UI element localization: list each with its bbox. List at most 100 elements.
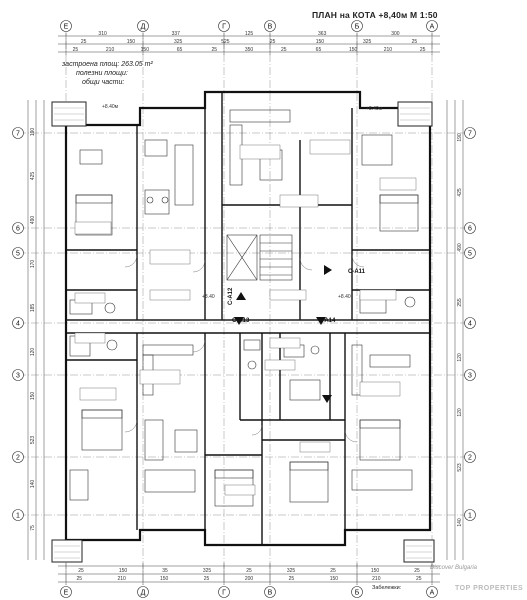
top-dim-c-3: 65 bbox=[177, 47, 183, 53]
top-dim-b-7: 25 bbox=[412, 39, 418, 45]
right-dim-6: 523 bbox=[457, 463, 463, 472]
right-dim-7: 140 bbox=[457, 518, 463, 527]
top-dim-b-4: 25 bbox=[270, 39, 276, 45]
bottom-dim-a-1: 150 bbox=[119, 568, 128, 574]
top-dim-b-0: 25 bbox=[81, 39, 87, 45]
top-dim-c-1: 210 bbox=[106, 47, 115, 53]
top-dim-b-1: 150 bbox=[127, 39, 136, 45]
axis-bubble-right-6: 1 bbox=[464, 509, 476, 521]
top-dim-a-3: 363 bbox=[318, 31, 327, 37]
axis-bubble-right-2: 5 bbox=[464, 247, 476, 259]
top-dim-c-2: 150 bbox=[141, 47, 150, 53]
svg-text:5: 5 bbox=[16, 250, 20, 257]
left-dim-0: 190 bbox=[30, 128, 36, 137]
svg-text:Д: Д bbox=[141, 23, 146, 30]
svg-text:3: 3 bbox=[468, 372, 472, 379]
watermark-brand: TOP PROPERTIES bbox=[455, 585, 524, 592]
axis-bubble-bottom-3: В bbox=[264, 586, 276, 598]
axis-bubble-left-1: 6 bbox=[12, 222, 24, 234]
axis-bubble-right-0: 7 bbox=[464, 127, 476, 139]
axis-bubble-top-3: В bbox=[264, 20, 276, 32]
top-dim-c-7: 65 bbox=[316, 47, 322, 53]
axis-bubble-right-1: 6 bbox=[464, 222, 476, 234]
top-dim-b-5: 150 bbox=[316, 39, 325, 45]
svg-text:Г: Г bbox=[222, 589, 226, 596]
bottom-dim-a-3: 325 bbox=[203, 568, 212, 574]
svg-text:6: 6 bbox=[468, 225, 472, 232]
bottom-dim-b-8: 25 bbox=[416, 576, 422, 582]
section-label-a14: С-А14 bbox=[318, 318, 336, 324]
axis-bubble-left-6: 1 bbox=[12, 509, 24, 521]
axis-bubble-left-5: 2 bbox=[12, 451, 24, 463]
left-dim-8: 140 bbox=[30, 480, 36, 489]
top-dim-a-2: 125 bbox=[245, 31, 254, 37]
svg-text:Д: Д bbox=[141, 589, 146, 596]
right-dim-1: 425 bbox=[457, 188, 463, 197]
top-dim-c-6: 25 bbox=[281, 47, 287, 53]
section-label-a12: С-А12 bbox=[228, 287, 234, 305]
notes-label: Забележки: bbox=[372, 585, 402, 591]
bottom-dim-b-2: 150 bbox=[160, 576, 169, 582]
left-dim-1: 425 bbox=[30, 172, 36, 181]
svg-text:4: 4 bbox=[468, 320, 472, 327]
svg-text:1: 1 bbox=[16, 512, 20, 519]
bottom-dim-b-1: 210 bbox=[117, 576, 126, 582]
bottom-dim-b-3: 25 bbox=[204, 576, 210, 582]
top-dim-b-3: 525 bbox=[221, 39, 230, 45]
area-summary: застроена площ: 263.05 m² полезни площи:… bbox=[62, 60, 153, 87]
axis-bubble-left-0: 7 bbox=[12, 127, 24, 139]
bottom-dim-b-0: 25 bbox=[76, 576, 82, 582]
level-mark-3: +8.40 bbox=[338, 294, 351, 300]
top-dim-a-4: 300 bbox=[391, 31, 400, 37]
bottom-dim-b-7: 210 bbox=[372, 576, 381, 582]
left-dim-9: 75 bbox=[30, 525, 36, 531]
axis-bubble-left-3: 4 bbox=[12, 317, 24, 329]
svg-text:Е: Е bbox=[64, 589, 69, 596]
common-area-label: общи части: bbox=[82, 79, 125, 86]
svg-text:5: 5 bbox=[468, 250, 472, 257]
axis-bubble-top-1: Д bbox=[137, 20, 149, 32]
useful-area-label: полезни площи: bbox=[76, 70, 128, 77]
svg-text:В: В bbox=[268, 589, 273, 596]
svg-text:2: 2 bbox=[468, 454, 472, 461]
axis-bubble-right-4: 3 bbox=[464, 369, 476, 381]
top-dim-c-4: 25 bbox=[211, 47, 217, 53]
right-dim-3: 255 bbox=[457, 298, 463, 307]
top-dim-b-6: 325 bbox=[363, 39, 372, 45]
axis-bubble-left-2: 5 bbox=[12, 247, 24, 259]
top-dim-a-0: 310 bbox=[98, 31, 107, 37]
bottom-dim-a-8: 25 bbox=[414, 568, 420, 574]
left-dim-6: 150 bbox=[30, 392, 36, 401]
right-dim-5: 120 bbox=[457, 408, 463, 417]
left-dim-7: 523 bbox=[30, 436, 36, 445]
svg-text:3: 3 bbox=[16, 372, 20, 379]
top-dim-c-0: 25 bbox=[73, 47, 79, 53]
bottom-dim-a-4: 25 bbox=[246, 568, 252, 574]
svg-text:Е: Е bbox=[64, 23, 69, 30]
section-label-a13: С-А13 bbox=[232, 318, 250, 324]
axis-bubble-top-0: Е bbox=[60, 20, 72, 32]
svg-text:2: 2 bbox=[16, 454, 20, 461]
level-mark-2: +8.40м bbox=[366, 106, 383, 112]
left-dim-2: 490 bbox=[30, 216, 36, 225]
bottom-dim-a-0: 25 bbox=[78, 568, 84, 574]
right-dim-2: 490 bbox=[457, 243, 463, 252]
axis-bubble-top-4: Б bbox=[351, 20, 363, 32]
svg-text:7: 7 bbox=[16, 130, 20, 137]
bottom-dim-b-6: 150 bbox=[330, 576, 339, 582]
axis-bubble-top-5: А bbox=[426, 20, 438, 32]
bottom-dim-b-5: 25 bbox=[289, 576, 295, 582]
svg-text:1: 1 bbox=[468, 512, 472, 519]
axis-bubble-bottom-5: А bbox=[426, 586, 438, 598]
axis-bubble-left-4: 3 bbox=[12, 369, 24, 381]
svg-text:Г: Г bbox=[222, 23, 226, 30]
right-dim-0: 190 bbox=[457, 133, 463, 142]
axis-bubble-bottom-1: Д bbox=[137, 586, 149, 598]
right-dim-4: 120 bbox=[457, 353, 463, 362]
top-dim-c-9: 210 bbox=[384, 47, 393, 53]
level-mark-1: +8.40м bbox=[102, 104, 119, 110]
top-dim-a-1: 337 bbox=[172, 31, 181, 37]
